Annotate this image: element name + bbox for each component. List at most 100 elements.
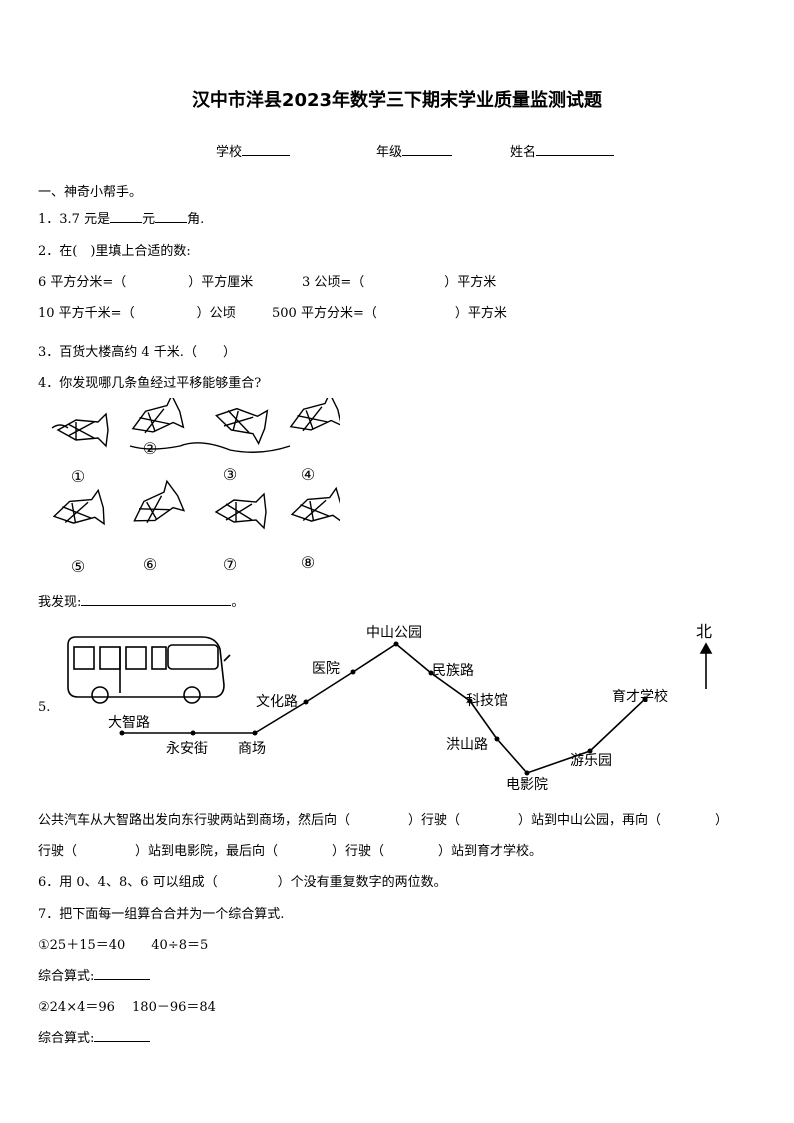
school-field: 学校 bbox=[216, 141, 291, 160]
q7-expression-2: ②24×4＝96 180－96＝84 bbox=[38, 1000, 216, 1015]
name-label: 姓名 bbox=[510, 145, 537, 160]
question-6: 6．用 0、4、8、6 可以组成（ ）个没有重复数字的两位数。 bbox=[38, 871, 447, 890]
q4-answer-label: 我发现: bbox=[38, 595, 82, 610]
route-line bbox=[122, 643, 646, 774]
stop-dazhi: 大智路 bbox=[108, 715, 150, 731]
q2-item-1: 6 平方分米=（ ）平方厘米 bbox=[38, 271, 253, 290]
name-field: 姓名 bbox=[510, 141, 615, 160]
q1-text-a: 3.7 元是 bbox=[59, 212, 111, 227]
q2-item-2: 3 公顷=（ ）平方米 bbox=[302, 271, 496, 290]
stop-yiyuan: 医院 bbox=[312, 661, 340, 677]
grade-label: 年级 bbox=[376, 145, 403, 160]
q2-item-4: 500 平方分米=（）平方米 bbox=[272, 302, 507, 321]
q2-item-1-post: ）平方厘米 bbox=[188, 275, 254, 290]
school-blank[interactable] bbox=[242, 143, 291, 156]
q5-text-1d: ） bbox=[715, 813, 729, 828]
q1-text-b: 元 bbox=[142, 212, 156, 227]
question-2-intro: 2．在( )里填上合适的数: bbox=[38, 244, 191, 259]
q2-item-4-post: ）平方米 bbox=[454, 306, 507, 321]
q1-text-c: 角. bbox=[187, 212, 205, 227]
q2-item-3-pre: 10 平方千米=（ bbox=[38, 306, 135, 321]
q2-item-1-pre: 6 平方分米=（ bbox=[38, 275, 127, 290]
question-3: 3．百货大楼高约 4 千米.（ ） bbox=[38, 345, 236, 360]
north-arrow-icon bbox=[699, 642, 713, 689]
fish-label-2: ② bbox=[143, 439, 157, 458]
q6-text-pre: 6．用 0、4、8、6 可以组成（ bbox=[38, 875, 218, 890]
q1-blank-yuan[interactable] bbox=[110, 210, 143, 223]
q7-answer-2-label: 综合算式: bbox=[38, 1031, 95, 1046]
grade-blank[interactable] bbox=[402, 143, 453, 156]
stop-dianying: 电影院 bbox=[506, 777, 548, 793]
stop-yongan: 永安街 bbox=[166, 741, 208, 757]
q1-num: 1． bbox=[38, 212, 60, 227]
stop-minzu: 民族路 bbox=[432, 663, 474, 679]
stop-dot bbox=[303, 699, 309, 705]
q7-expression-1: ①25＋15＝40 40÷8＝5 bbox=[38, 938, 209, 953]
q5-text-2d: ）站到育才学校。 bbox=[438, 844, 543, 859]
q5-text-1a: 公共汽车从大智路出发向东行驶两站到商场，然后向（ bbox=[38, 813, 351, 828]
water-line-icon bbox=[51, 424, 291, 453]
q2-item-2-pre: 3 公顷=（ bbox=[302, 275, 365, 290]
fish-icon bbox=[133, 479, 186, 524]
stop-dot bbox=[524, 770, 530, 776]
q5-text-2a: 行驶（ bbox=[38, 844, 78, 859]
page-title: 汉中市洋县2023年数学三下期末学业质量监测试题 bbox=[191, 90, 603, 111]
q5-text-2b: ）站到电影院，最后向（ bbox=[135, 844, 279, 859]
fish-icon bbox=[52, 488, 105, 526]
q2-item-2-post: ）平方米 bbox=[444, 275, 497, 290]
section-heading: 一、神奇小帮手。 bbox=[38, 185, 143, 200]
q7-answer-2-blank[interactable] bbox=[94, 1029, 151, 1042]
fish-icon bbox=[56, 412, 109, 448]
fish-icon bbox=[289, 398, 340, 432]
fish-label-8: ⑧ bbox=[301, 553, 315, 572]
fish-figure: ① ② ③ ④ ⑤ ⑥ ⑦ ⑧ bbox=[51, 398, 340, 576]
stop-zhongshan: 中山公园 bbox=[366, 625, 422, 641]
q2-item-3: 10 平方千米=（）公顷 bbox=[38, 302, 236, 321]
fish-icon bbox=[215, 407, 269, 446]
stop-dot bbox=[350, 669, 356, 675]
fish-label-7: ⑦ bbox=[223, 555, 237, 574]
q6-text-post: ）个没有重复数字的两位数。 bbox=[277, 875, 447, 890]
stop-keji: 科技馆 bbox=[466, 693, 508, 709]
stop-dot bbox=[642, 696, 648, 702]
q5-text-1c: ）站到中山公园，再向（ bbox=[518, 813, 662, 828]
q5-num: 5. bbox=[38, 700, 51, 715]
question-4: 4．你发现哪几条鱼经过平移能够重合? bbox=[38, 376, 262, 391]
stop-dot bbox=[467, 698, 473, 704]
stop-dot bbox=[190, 730, 196, 736]
stop-wenhua: 文化路 bbox=[256, 694, 298, 710]
question-7: 7．把下面每一组算合合并为一个综合算式. bbox=[38, 907, 285, 922]
fish-label-3: ③ bbox=[223, 465, 237, 484]
stop-dot bbox=[587, 748, 593, 754]
q4-answer: 我发现:。 bbox=[38, 593, 245, 610]
q4-answer-blank[interactable] bbox=[81, 593, 232, 606]
q7-answer-1-label: 综合算式: bbox=[38, 969, 95, 984]
fish-label-4: ④ bbox=[301, 465, 315, 484]
q7-answer-2: 综合算式: bbox=[38, 1027, 151, 1046]
stop-dot bbox=[119, 730, 125, 736]
stop-youle: 游乐园 bbox=[570, 753, 612, 769]
q5-text-1b: ）行驶（ bbox=[408, 813, 461, 828]
stop-yucai: 育才学校 bbox=[612, 688, 668, 705]
stop-shangchang: 商场 bbox=[238, 741, 266, 757]
stop-hongshan: 洪山路 bbox=[446, 737, 488, 753]
stop-dot bbox=[494, 736, 500, 742]
name-blank[interactable] bbox=[536, 143, 615, 156]
school-label: 学校 bbox=[216, 145, 243, 160]
bus-route-map: 大智路 永安街 商场 文化路 医院 中山公园 民族路 科技馆 洪山路 电影院 游… bbox=[67, 622, 713, 793]
stop-dot bbox=[393, 641, 399, 647]
fish-icon bbox=[290, 486, 340, 524]
bus-icon bbox=[67, 636, 231, 704]
stop-dot bbox=[252, 730, 258, 736]
fish-label-1: ① bbox=[71, 467, 85, 486]
stop-dot bbox=[428, 670, 434, 676]
q7-answer-1-blank[interactable] bbox=[94, 967, 151, 980]
q1-blank-jiao[interactable] bbox=[155, 210, 188, 223]
north-label: 北 bbox=[696, 622, 712, 641]
question-1: 1．3.7 元是 元 角. bbox=[38, 208, 204, 227]
fish-label-6: ⑥ bbox=[143, 555, 157, 574]
fish-icon bbox=[131, 398, 185, 434]
q5-line-2: 行驶（）站到电影院，最后向（）行驶（）站到育才学校。 bbox=[38, 840, 542, 859]
fish-label-5: ⑤ bbox=[71, 557, 85, 576]
q5-line-1: 公共汽车从大智路出发向东行驶两站到商场，然后向（ ）行驶（ ）站到中山公园，再向（ ） bbox=[38, 809, 728, 828]
